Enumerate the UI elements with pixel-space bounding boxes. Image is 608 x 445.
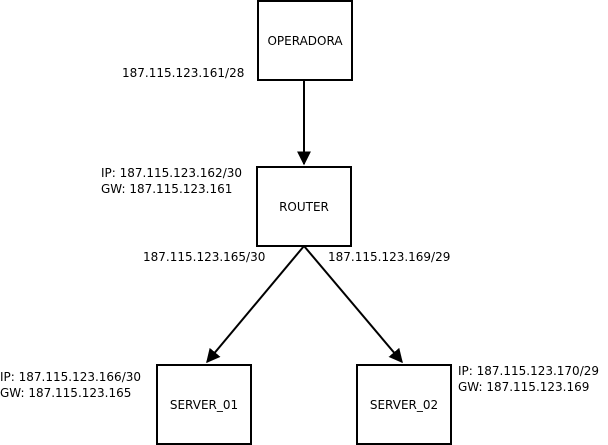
router-node: ROUTER bbox=[256, 166, 352, 247]
operadora-link-text: 187.115.123.161/28 bbox=[122, 66, 245, 80]
server-02-gw-text: GW: 187.115.123.169 bbox=[458, 380, 590, 394]
operadora-node: OPERADORA bbox=[257, 0, 353, 81]
server-02-address-label: IP: 187.115.123.170/29 GW: 187.115.123.1… bbox=[458, 363, 599, 395]
router-right-link-label: 187.115.123.169/29 bbox=[328, 249, 450, 265]
router-ip-text: IP: 187.115.123.162/30 bbox=[101, 166, 243, 180]
router-left-link-label: 187.115.123.165/30 bbox=[143, 249, 265, 265]
server-02-ip-text: IP: 187.115.123.170/29 bbox=[458, 364, 600, 378]
router-gw-text: GW: 187.115.123.161 bbox=[101, 182, 233, 196]
operadora-label: OPERADORA bbox=[267, 33, 343, 48]
edge-router-server-02 bbox=[303, 245, 403, 364]
router-right-link-text: 187.115.123.169/29 bbox=[328, 250, 451, 264]
server-01-node: SERVER_01 bbox=[156, 364, 252, 445]
router-address-label: IP: 187.115.123.162/30 GW: 187.115.123.1… bbox=[101, 165, 242, 197]
operadora-link-label: 187.115.123.161/28 bbox=[122, 65, 244, 81]
edge-router-server-01 bbox=[206, 245, 305, 364]
server-02-node: SERVER_02 bbox=[356, 364, 452, 445]
server-01-ip-text: IP: 187.115.123.166/30 bbox=[0, 370, 142, 384]
router-left-link-text: 187.115.123.165/30 bbox=[143, 250, 266, 264]
server-01-address-label: IP: 187.115.123.166/30 GW: 187.115.123.1… bbox=[0, 369, 141, 401]
server-01-label: SERVER_01 bbox=[169, 397, 239, 412]
server-02-label: SERVER_02 bbox=[369, 397, 439, 412]
router-label: ROUTER bbox=[279, 199, 329, 214]
server-01-gw-text: GW: 187.115.123.165 bbox=[0, 386, 132, 400]
